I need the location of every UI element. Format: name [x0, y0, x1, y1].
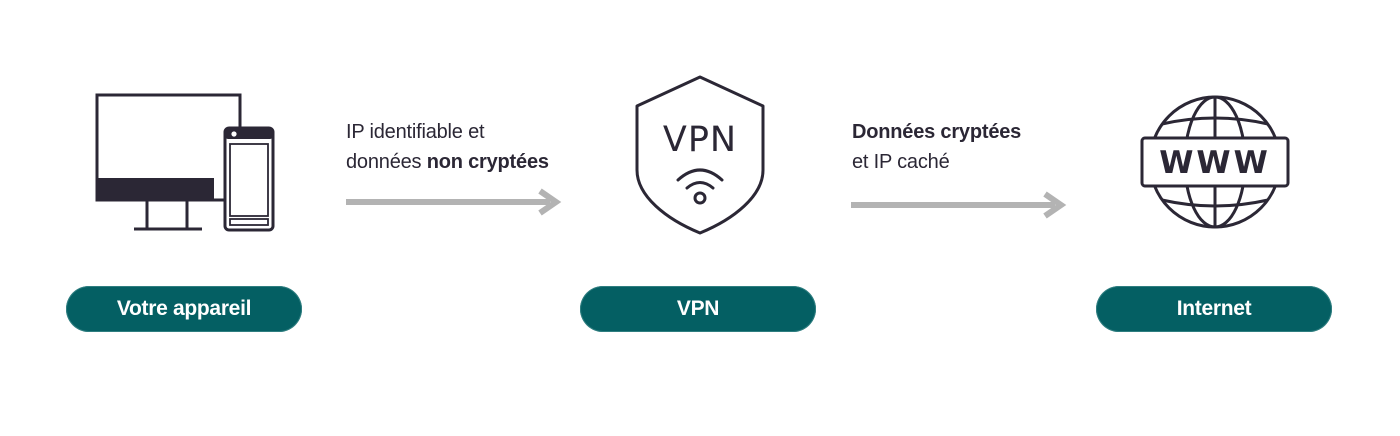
- link-caption-vpn-to-internet: Données cryptées et IP caché: [852, 117, 1021, 177]
- link-caption-device-to-vpn: IP identifiable et données non cryptées: [346, 117, 549, 177]
- globe-text: WWW: [1159, 145, 1271, 181]
- caption-bold-text: non cryptées: [426, 151, 549, 173]
- caption-line-2: et IP caché: [852, 151, 950, 173]
- shield-text: VPN: [663, 120, 737, 160]
- caption-line-1: Données cryptées: [852, 117, 1021, 147]
- shield-icon: VPN: [634, 74, 766, 236]
- internet-label: Internet: [1096, 286, 1332, 332]
- caption-bold-text: Données cryptées: [852, 121, 1022, 143]
- arrow-right-icon: [344, 188, 566, 216]
- globe-icon: WWW: [1138, 92, 1292, 232]
- caption-line-1: IP identifiable et: [346, 121, 485, 143]
- caption-line-2: données non cryptées: [346, 151, 549, 173]
- arrow-right-icon: [849, 191, 1071, 219]
- device-label: Votre appareil: [66, 286, 302, 332]
- vpn-label: VPN: [580, 286, 816, 332]
- device-icon: [94, 92, 280, 234]
